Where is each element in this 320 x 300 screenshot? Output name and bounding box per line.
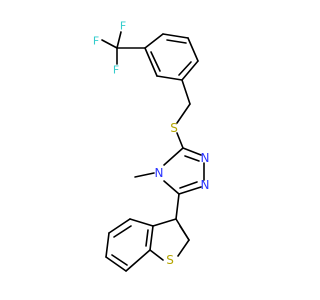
bond-triazole-c3-n4 xyxy=(163,180,180,195)
bond-triazole-c5-n1 xyxy=(182,147,202,156)
atom-label-f1: F xyxy=(93,35,99,48)
bond-ring1-a xyxy=(144,33,164,49)
bond-ring1-inner-1 xyxy=(166,39,187,44)
bond-benzo-d xyxy=(105,256,127,272)
fluorine-atom-1: F xyxy=(93,35,99,48)
bond-triazole-double-2 xyxy=(179,181,198,189)
atom-label-layer: F F F S N N N S xyxy=(93,20,210,268)
bond-benzo-b xyxy=(108,218,131,234)
sulfur-atom-thiophene: S xyxy=(166,253,174,267)
bond-ch2-s xyxy=(176,103,191,124)
bond-ring1-d xyxy=(181,60,199,81)
bond-thio-s-c7a xyxy=(149,249,164,261)
bond-triazole-double-1 xyxy=(184,155,200,162)
bond-s-triazole xyxy=(176,132,184,149)
atom-label-n-top: N xyxy=(201,151,210,165)
bond-ring1-inner-3 xyxy=(150,51,161,72)
fluorine-atom-3: F xyxy=(113,64,119,77)
sulfur-atom-thioether: S xyxy=(170,121,178,135)
bond-layer xyxy=(101,31,205,272)
bond-n-methyl xyxy=(134,172,155,178)
bond-triazole-benzothiophene xyxy=(175,193,180,220)
bond-c-f2 xyxy=(116,31,122,49)
fluorine-atom-2: F xyxy=(120,20,126,33)
bond-thio-c7a-c3a xyxy=(149,225,154,251)
molecule-structure-diagram: F F F S N N N S xyxy=(93,20,210,272)
nitrogen-atom-ring-bottom: N xyxy=(201,178,210,192)
bond-benzo-a xyxy=(129,218,154,227)
bond-benzo-c xyxy=(105,232,110,258)
bond-benzo-inner-3 xyxy=(145,229,149,247)
bond-benzo-inner-2 xyxy=(111,254,128,266)
atom-label-s-thioether: S xyxy=(170,121,178,135)
bond-ring1-inner-2 xyxy=(178,61,192,76)
bond-ring1-e xyxy=(156,75,183,81)
bond-ring1-c xyxy=(187,37,199,62)
nitrogen-atom-ring-top: N xyxy=(201,151,210,165)
bond-thio-c2-s xyxy=(177,239,190,257)
bond-thio-double xyxy=(179,225,190,241)
atom-label-n-bottom: N xyxy=(201,178,210,192)
atom-label-n-methyl: N xyxy=(155,166,164,180)
bond-triazole-n2-c3 xyxy=(178,186,202,195)
atom-label-f2: F xyxy=(120,20,126,33)
bond-triazole-n4-c5 xyxy=(163,147,184,166)
bond-benzo-inner-1 xyxy=(113,225,132,238)
bond-benzo-e xyxy=(125,249,151,272)
nitrogen-atom-methyl: N xyxy=(155,166,164,180)
bond-thio-c3a-c3 xyxy=(152,218,177,227)
bond-ring-ch2 xyxy=(181,79,191,105)
atom-label-s-thiophene: S xyxy=(166,253,174,267)
atom-label-f3: F xyxy=(113,64,119,77)
bond-c-f1 xyxy=(101,39,118,49)
bond-ring1-f xyxy=(144,47,158,77)
bond-ring1-b xyxy=(162,33,189,39)
